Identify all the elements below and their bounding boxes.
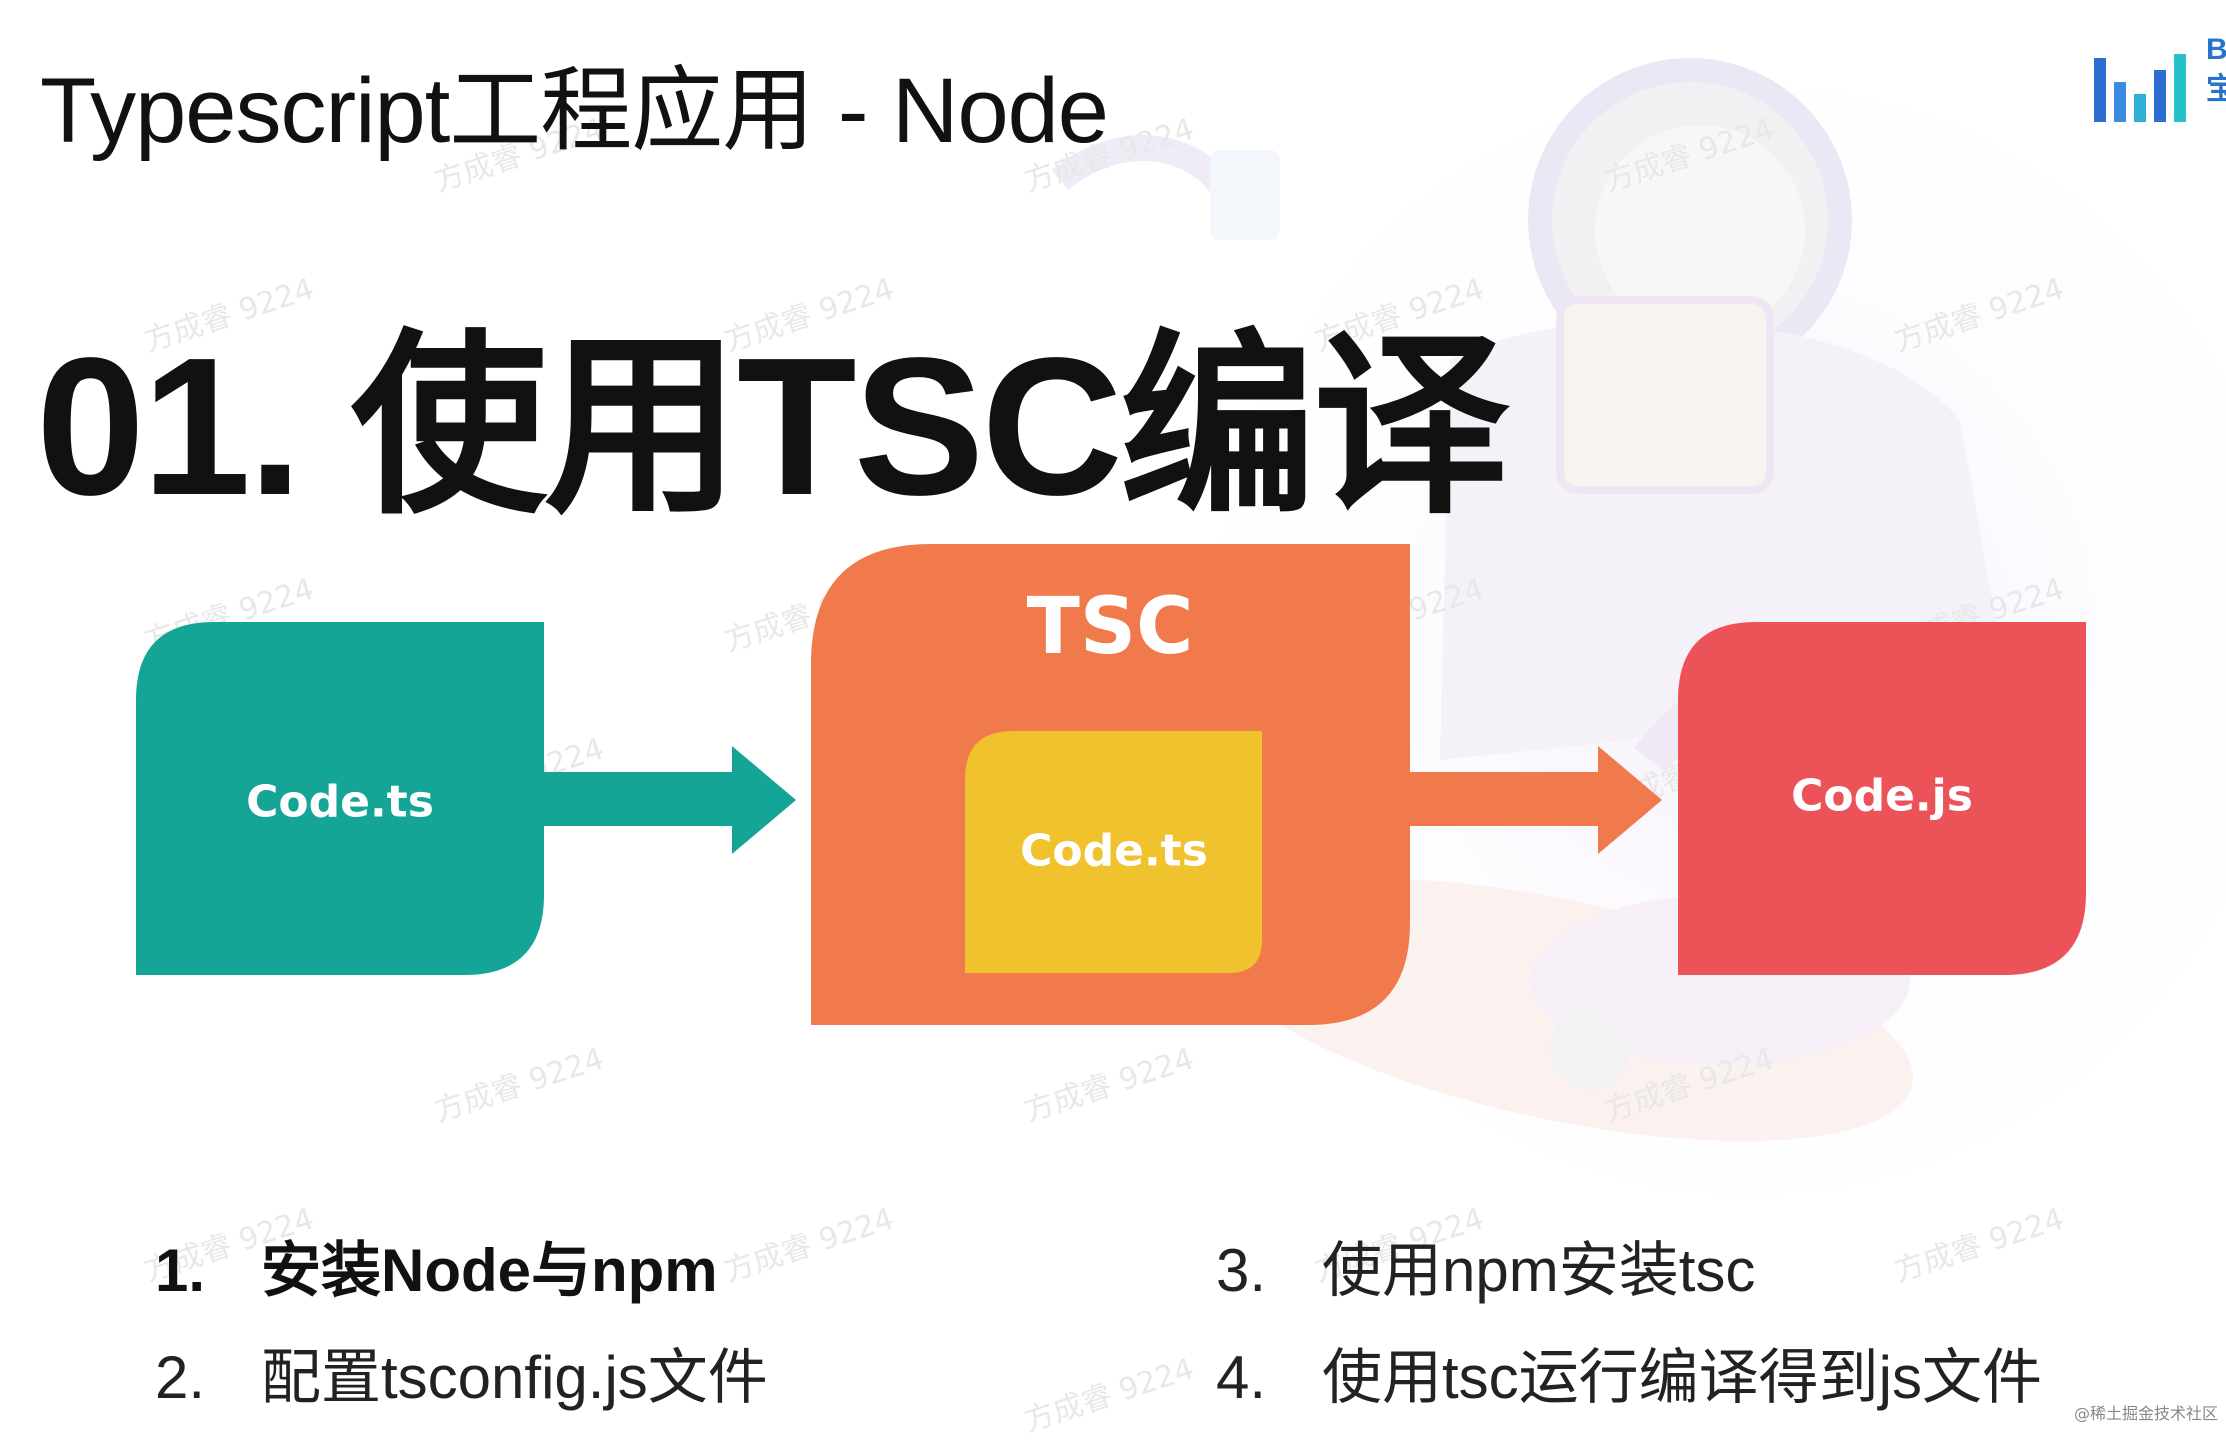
source-code-label: Code.ts (246, 776, 434, 828)
source-code-box (136, 622, 544, 975)
output-code-label: Code.js (1791, 770, 1973, 822)
step-text: 使用tsc运行编译得到js文件 (1322, 1344, 2042, 1411)
step-text: 配置tsconfig.js文件 (261, 1344, 768, 1411)
step-text: 安装Node与npm (261, 1237, 718, 1304)
step-text: 使用npm安装tsc (1322, 1237, 1756, 1304)
output-code-box (1678, 622, 2086, 975)
step-number: 1. (155, 1237, 206, 1304)
step-item-4: 4. 使用tsc运行编译得到js文件 (1216, 1329, 2042, 1416)
brand-logo-text-top: B (2206, 33, 2226, 66)
arrow-source-to-tsc (544, 746, 796, 854)
arrow-tsc-to-output (1410, 746, 1662, 854)
step-item-2: 2. 配置tsconfig.js文件 (155, 1329, 768, 1416)
inner-code-label: Code.ts (1020, 825, 1208, 877)
step-number: 3. (1216, 1237, 1267, 1304)
footer-watermark: @稀土掘金技术社区 (2073, 1404, 2218, 1423)
compiler-label: TSC (1026, 582, 1194, 672)
step-item-3: 3. 使用npm安装tsc (1216, 1222, 1755, 1309)
step-item-1: 1. 安装Node与npm (155, 1222, 718, 1309)
brand-logo (2094, 54, 2186, 122)
inner-code-box (965, 731, 1262, 973)
step-number: 4. (1216, 1344, 1267, 1411)
section-title: 01. 使用TSC编译 (36, 317, 1509, 536)
brand-logo-text-bottom: 宝 (2206, 73, 2226, 106)
brand-logo-text: B 宝 (2206, 30, 2226, 110)
slide-header-title: Typescript工程应用 - Node (40, 60, 1109, 162)
step-number: 2. (155, 1344, 206, 1411)
